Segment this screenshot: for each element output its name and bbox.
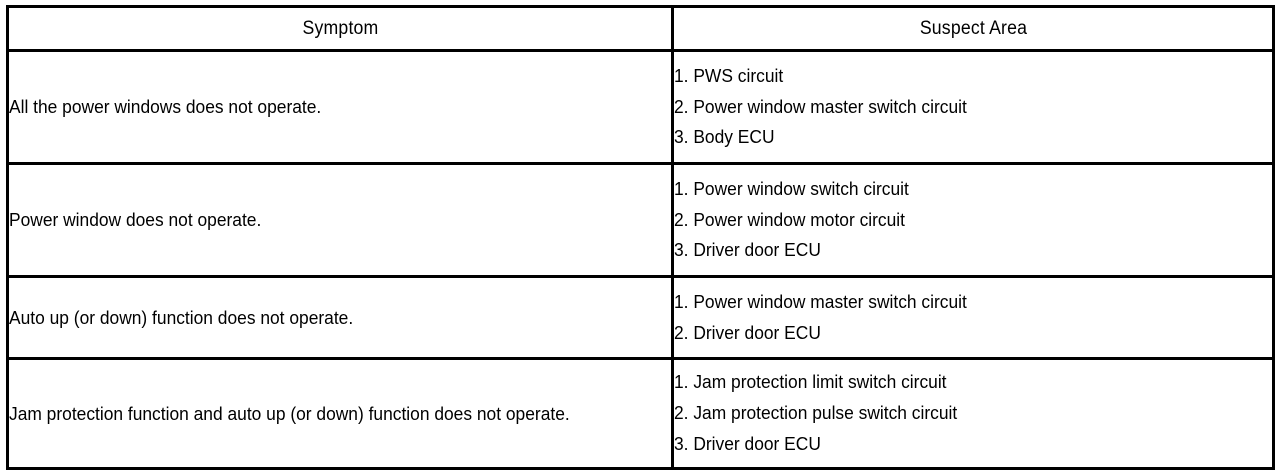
symptom-cell: Power window does not operate.	[6, 162, 674, 278]
suspect-area-item: 3. Driver door ECU	[674, 239, 821, 261]
suspect-area-cell: 1. Jam protection limit switch circuit 2…	[671, 357, 1275, 470]
table-body: All the power windows does not operate. …	[6, 49, 1275, 470]
column-header-symptom-label: Symptom	[302, 17, 378, 39]
table-row: Power window does not operate. 1. Power …	[6, 162, 1275, 278]
table-header: Symptom Suspect Area	[8, 5, 1274, 52]
table-row: All the power windows does not operate. …	[6, 49, 1275, 165]
symptom-cell: All the power windows does not operate.	[6, 49, 674, 165]
symptom-cell: Auto up (or down) function does not oper…	[6, 275, 674, 360]
page-canvas: Symptom Suspect Area All the power windo…	[6, 5, 1275, 470]
suspect-area-item: 1. Power window switch circuit	[674, 177, 909, 199]
column-header-suspect-area: Suspect Area	[692, 5, 1254, 52]
symptom-text: Power window does not operate.	[9, 209, 262, 231]
suspect-area-item: 1. PWS circuit	[674, 64, 784, 86]
suspect-area-list: 1. Jam protection limit switch circuit 2…	[674, 367, 1236, 460]
suspect-area-list: 1. Power window master switch circuit 2.…	[674, 287, 1236, 349]
suspect-area-cell: 1. Power window master switch circuit 2.…	[671, 275, 1275, 360]
table-row: Jam protection function and auto up (or …	[6, 357, 1275, 470]
suspect-area-item: 2. Power window motor circuit	[674, 208, 905, 230]
column-header-symptom: Symptom	[29, 5, 651, 52]
suspect-area-item: 3. Driver door ECU	[674, 432, 821, 454]
symptom-cell: Jam protection function and auto up (or …	[6, 357, 674, 470]
symptom-suspect-table: Symptom Suspect Area All the power windo…	[6, 5, 1275, 470]
symptom-text: Jam protection function and auto up (or …	[9, 402, 570, 424]
suspect-area-list: 1. Power window switch circuit 2. Power …	[674, 174, 1236, 267]
symptom-suspect-table-container: Symptom Suspect Area All the power windo…	[6, 5, 1275, 470]
suspect-area-item: 2. Power window master switch circuit	[674, 95, 967, 117]
suspect-area-item: 1. Jam protection limit switch circuit	[674, 371, 947, 393]
suspect-area-item: 2. Jam protection pulse switch circuit	[674, 402, 958, 424]
suspect-area-cell: 1. PWS circuit 2. Power window master sw…	[671, 49, 1275, 165]
table-header-row: Symptom Suspect Area	[8, 5, 1274, 52]
suspect-area-item: 3. Body ECU	[674, 126, 775, 148]
suspect-area-cell: 1. Power window switch circuit 2. Power …	[671, 162, 1275, 278]
table-row: Auto up (or down) function does not oper…	[6, 275, 1275, 360]
suspect-area-list: 1. PWS circuit 2. Power window master sw…	[674, 61, 1236, 154]
symptom-text: All the power windows does not operate.	[9, 96, 322, 118]
column-header-suspect-area-label: Suspect Area	[919, 17, 1027, 39]
suspect-area-item: 2. Driver door ECU	[674, 321, 821, 343]
suspect-area-item: 1. Power window master switch circuit	[674, 290, 967, 312]
symptom-text: Auto up (or down) function does not oper…	[9, 306, 354, 328]
